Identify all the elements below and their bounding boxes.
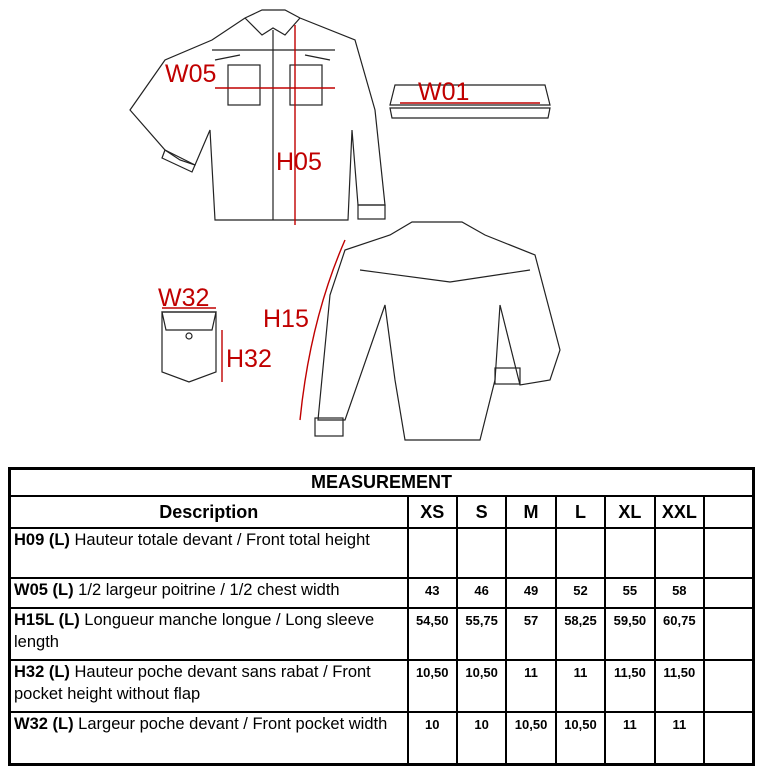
measurement-value: 46 [455, 577, 508, 609]
measurement-value: 10,50 [505, 711, 557, 766]
measurement-value: 11 [554, 659, 607, 713]
measurement-code: W32 (L) [14, 715, 74, 733]
measurement-value: 58 [653, 577, 706, 609]
measurement-value: 55,75 [455, 607, 508, 661]
size-header: S [455, 495, 508, 529]
measurement-value [703, 607, 755, 661]
measurement-code: H15L (L) [14, 611, 80, 629]
h05-label: H05 [276, 148, 322, 176]
measurement-text: Largeur poche devant / Front pocket widt… [73, 715, 388, 733]
measurement-value: 59,50 [604, 607, 656, 661]
measurement-value: 55 [604, 577, 656, 609]
measurement-value [653, 527, 706, 579]
measurement-value [604, 527, 656, 579]
size-header [703, 495, 755, 529]
table-row: H09 (L) Hauteur totale devant / Front to… [8, 527, 755, 579]
measurement-value [505, 527, 557, 579]
measurement-code: W05 (L) [14, 581, 74, 599]
w01-label: W01 [418, 78, 470, 106]
measurement-description: H15L (L) Longueur manche longue / Long s… [8, 607, 409, 661]
measurement-value [455, 527, 508, 579]
measurement-code: H09 (L) [14, 531, 70, 549]
back-shirt-sketch [314, 221, 561, 441]
measurement-value: 11 [604, 711, 656, 766]
table-row: H15L (L) Longueur manche longue / Long s… [8, 607, 755, 661]
w05-label: W05 [165, 60, 217, 88]
measurement-value: 43 [406, 577, 458, 609]
measurement-text: 1/2 largeur poitrine / 1/2 chest width [73, 581, 340, 599]
front-shirt-sketch [129, 9, 386, 221]
measurement-value: 57 [505, 607, 557, 661]
measurement-text: Hauteur poche devant sans rabat / Front … [14, 663, 371, 703]
measurement-value [703, 659, 755, 713]
measurement-text: Longueur manche longue / Long sleeve len… [14, 611, 375, 651]
measurement-code: H32 (L) [14, 663, 70, 681]
pocket-sketch [161, 311, 217, 383]
shirt-technical-drawing [129, 9, 561, 441]
measurement-description: W05 (L) 1/2 largeur poitrine / 1/2 chest… [8, 577, 409, 609]
measurement-value [406, 527, 458, 579]
h32-label: H32 [226, 345, 272, 373]
measurement-value [554, 527, 607, 579]
measurement-value [703, 711, 755, 766]
measurement-value: 58,25 [554, 607, 607, 661]
description-header: Description [8, 495, 409, 529]
measurement-value: 10,50 [554, 711, 607, 766]
measurement-value [703, 577, 755, 609]
measurement-value: 10 [455, 711, 508, 766]
measurement-lines [162, 25, 540, 421]
table-row: H32 (L) Hauteur poche devant sans rabat … [8, 659, 755, 713]
measurement-value: 11,50 [653, 659, 706, 713]
size-header: XXL [653, 495, 706, 529]
table-title: MEASUREMENT [8, 467, 755, 497]
size-header: XS [406, 495, 458, 529]
table-row: W05 (L) 1/2 largeur poitrine / 1/2 chest… [8, 577, 755, 609]
collar-sketch [389, 84, 551, 119]
measurement-value: 11 [653, 711, 706, 766]
size-header: M [505, 495, 557, 529]
measurement-value: 60,75 [653, 607, 706, 661]
measurement-description: H09 (L) Hauteur totale devant / Front to… [8, 527, 409, 579]
measurement-text: Hauteur totale devant / Front total heig… [69, 531, 370, 549]
measurement-value: 11 [505, 659, 557, 713]
measurement-value: 11,50 [604, 659, 656, 713]
measurement-value: 10,50 [455, 659, 508, 713]
measurement-description: H32 (L) Hauteur poche devant sans rabat … [8, 659, 409, 713]
measurement-description: W32 (L) Largeur poche devant / Front poc… [8, 711, 409, 766]
measurement-value: 49 [505, 577, 557, 609]
size-header: XL [604, 495, 656, 529]
h15-label: H15 [263, 305, 309, 333]
measurement-value [703, 527, 755, 579]
measurement-value: 54,50 [406, 607, 458, 661]
measurement-value: 10,50 [406, 659, 458, 713]
measurement-value: 52 [554, 577, 607, 609]
size-header: L [554, 495, 607, 529]
table-row: W32 (L) Largeur poche devant / Front poc… [8, 711, 755, 766]
measurement-value: 10 [406, 711, 458, 766]
w32-label: W32 [158, 284, 210, 312]
